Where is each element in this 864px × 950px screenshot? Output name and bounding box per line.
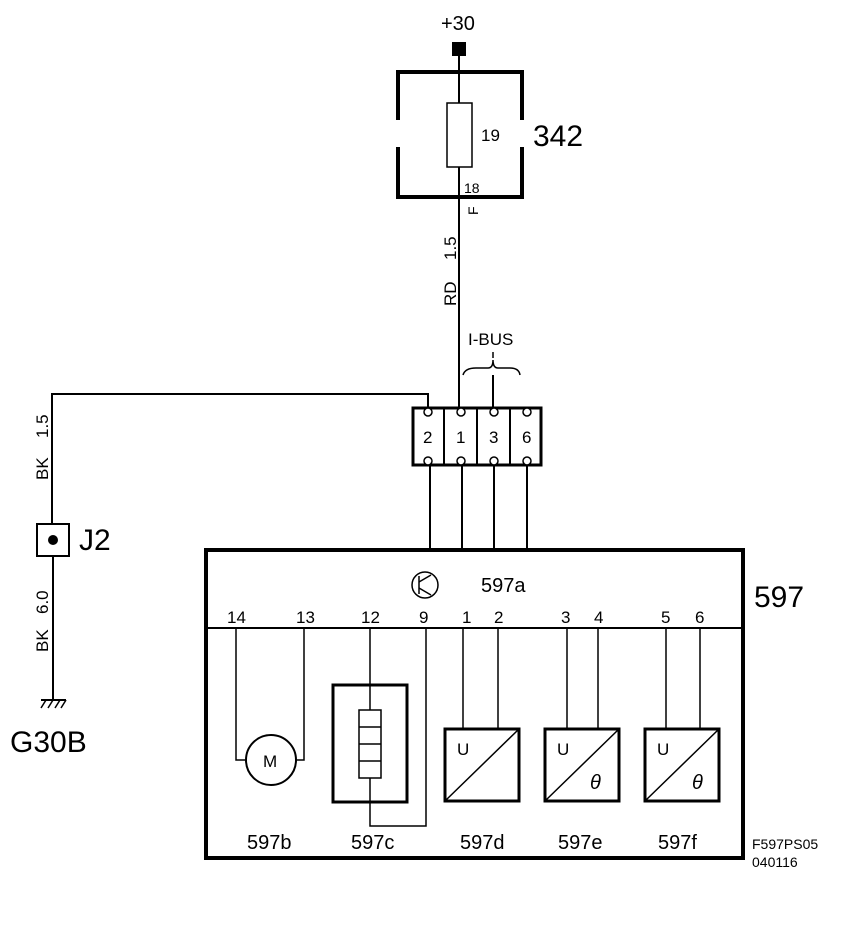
module-pin: 2 (494, 608, 503, 627)
fusebox-id: 342 (533, 120, 583, 153)
module-pin: 3 (561, 608, 570, 627)
supply-terminal (452, 42, 466, 56)
sensor-d-u: U (457, 740, 469, 759)
module-pin: 9 (419, 608, 428, 627)
module-pin: 12 (361, 608, 380, 627)
sensor-597e (543, 628, 621, 803)
fusebox-pin-letter: F (465, 206, 481, 215)
left-wire (51, 393, 429, 524)
motor-symbol: M (263, 752, 277, 771)
wire-main-color: RD (441, 281, 460, 306)
fuse-symbol (446, 102, 473, 168)
wire-left-gauge: 1.5 (33, 414, 52, 438)
sensor-f-theta: θ (692, 772, 703, 794)
module-pin: 6 (695, 608, 704, 627)
module-pin: 13 (296, 608, 315, 627)
ibus-brace (462, 359, 521, 376)
motor-597b (235, 628, 305, 786)
wire-ground-color: BK (33, 629, 52, 652)
connector-pin-b: 1 (456, 428, 465, 447)
connector-pin-a: 2 (423, 428, 432, 447)
junction-dot (48, 535, 58, 545)
connector (411, 406, 543, 467)
heater-597c (331, 628, 427, 827)
sensor-e-u: U (557, 740, 569, 759)
connector-pin-c: 3 (489, 428, 498, 447)
wire-ground-gauge: 6.0 (33, 590, 52, 614)
component-label-f: 597f (658, 832, 697, 854)
sensor-597d (443, 628, 521, 803)
ground-id: G30B (10, 726, 87, 759)
ground-symbol (40, 699, 67, 709)
component-label-c: 597c (351, 832, 394, 854)
supply-label: +30 (441, 13, 475, 35)
connector-module-wires (429, 465, 528, 550)
component-label-d: 597d (460, 832, 505, 854)
ibus-label: I-BUS (468, 330, 513, 349)
component-label-b: 597b (247, 832, 292, 854)
module-sub-a: 597a (481, 575, 526, 597)
sensor-597f (643, 628, 721, 803)
sensor-e-theta: θ (590, 772, 601, 794)
fuse-number: 19 (481, 126, 500, 145)
module-pin: 14 (227, 608, 246, 627)
transistor-icon (411, 571, 439, 599)
wire-main-gauge: 1.5 (441, 236, 460, 260)
module-597 (204, 548, 745, 860)
module-pin: 5 (661, 608, 670, 627)
sensor-f-u: U (657, 740, 669, 759)
connector-pin-d: 6 (522, 428, 531, 447)
wire-left-color: BK (33, 457, 52, 480)
figure-code-line2: 040116 (752, 854, 798, 870)
module-pin: 4 (594, 608, 603, 627)
module-id: 597 (754, 581, 804, 614)
component-label-e: 597e (558, 832, 603, 854)
junction-id: J2 (79, 524, 111, 557)
figure-code-line1: F597PS05 (752, 836, 818, 852)
module-pin: 1 (462, 608, 471, 627)
fusebox-pin: 18 (464, 180, 480, 196)
